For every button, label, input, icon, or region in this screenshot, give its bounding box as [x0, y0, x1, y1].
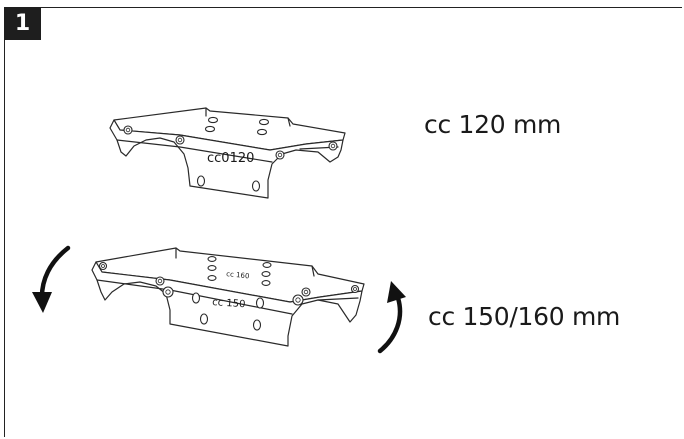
mounting-plate-large: cc 160 cc 150: [91, 247, 365, 347]
plate-engraving-secondary: cc 160: [226, 270, 250, 280]
step-number-badge: 1: [4, 7, 41, 40]
rotate-right-arrow-icon: [377, 281, 406, 354]
plate-label-cc120: cc 120 mm: [424, 110, 562, 139]
diagram-frame: [4, 7, 682, 437]
plate-engraving-small: cc0120: [207, 151, 254, 166]
rotate-left-arrow-icon: [32, 245, 71, 313]
plate-engraving-large: cc 150: [212, 297, 246, 310]
plate-label-cc150-160: cc 150/160 mm: [428, 302, 621, 331]
mounting-plate-small: cc0120: [109, 107, 346, 199]
